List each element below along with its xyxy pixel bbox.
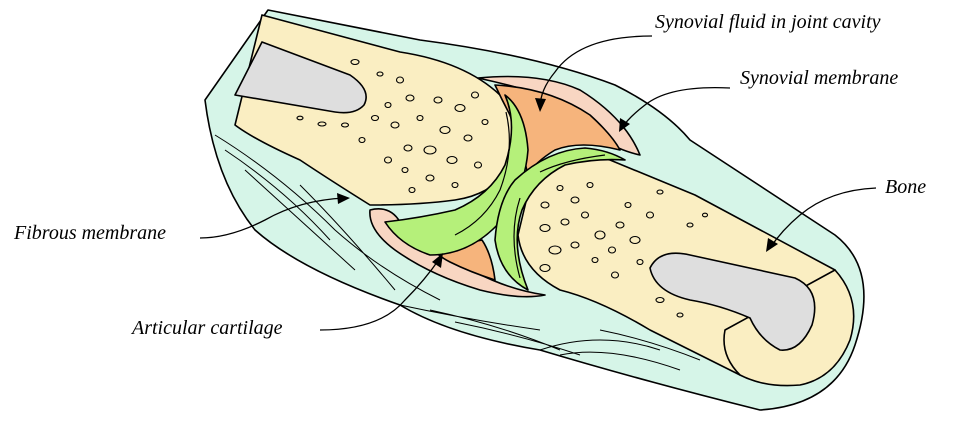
label-articular-cartilage: Articular cartilage — [130, 317, 283, 339]
label-synovial-fluid: Synovial fluid in joint cavity — [655, 11, 881, 33]
label-fibrous-membrane: Fibrous membrane — [13, 222, 166, 244]
label-synovial-membrane: Synovial membrane — [740, 67, 898, 89]
label-bone: Bone — [885, 176, 926, 198]
